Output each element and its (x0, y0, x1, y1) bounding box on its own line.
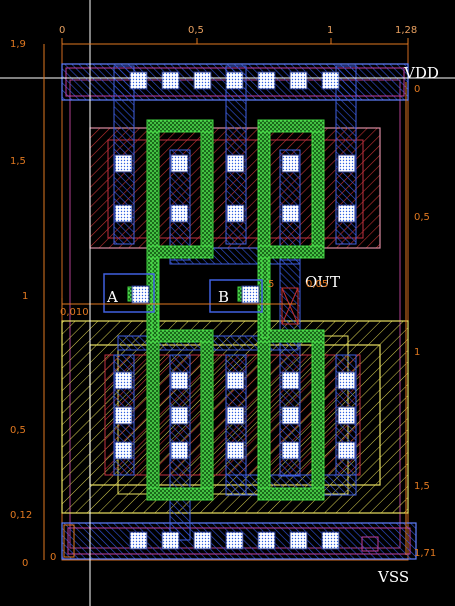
out-label: OUT (305, 273, 340, 291)
vdd-label: VDD (403, 64, 439, 82)
ruler-top-3: 1,28 (395, 25, 417, 36)
vss-tap-right (361, 536, 379, 552)
ruler-left-1: 1,5 (10, 156, 26, 167)
ruler-left-5: 0 (22, 558, 28, 569)
pin-a-box[interactable] (103, 273, 155, 313)
ruler-left-3: 0,5 (10, 425, 26, 436)
ruler-left-4: 0,12 (10, 510, 32, 521)
contacts (114, 71, 356, 550)
ruler-left-0: 1,9 (10, 39, 26, 50)
ruler-top-2: 1 (327, 25, 333, 36)
ruler-top: 0 0,5 1 1,28 (59, 25, 417, 45)
ruler-right-0: 0 (414, 84, 420, 95)
ruler-top-1: 0,5 (188, 25, 204, 36)
out-pin-marker[interactable] (281, 287, 299, 325)
ruler-left: 1,9 1,5 1 0,5 0,12 0 0 (10, 39, 56, 569)
ruler-right: 0 0,5 1 1,5 1,71 (405, 82, 436, 559)
ruler-right-3: 1,5 (414, 481, 430, 492)
dim-out-label: 0,05 (306, 279, 328, 290)
pin-a-label: A (106, 288, 118, 306)
ruler-right-2: 1 (414, 347, 420, 358)
vss-label: VSS (377, 568, 409, 586)
ruler-top-0: 0 (59, 25, 65, 36)
dim-left-label: 0,010 (60, 307, 89, 318)
out-pin-cross2 (281, 287, 299, 325)
ruler-right-4: 1,71 (414, 548, 436, 559)
pin-b-box[interactable] (209, 279, 263, 313)
dim-mid-label: 5 (268, 279, 274, 290)
vss-rail-inner (67, 527, 411, 555)
ruler-right-1: 0,5 (414, 212, 430, 223)
ruler-left-5b: 0 (50, 552, 56, 563)
ruler-left-2: 1 (22, 291, 28, 302)
vss-tap-left (63, 524, 75, 558)
pin-b-label: B (218, 288, 229, 306)
